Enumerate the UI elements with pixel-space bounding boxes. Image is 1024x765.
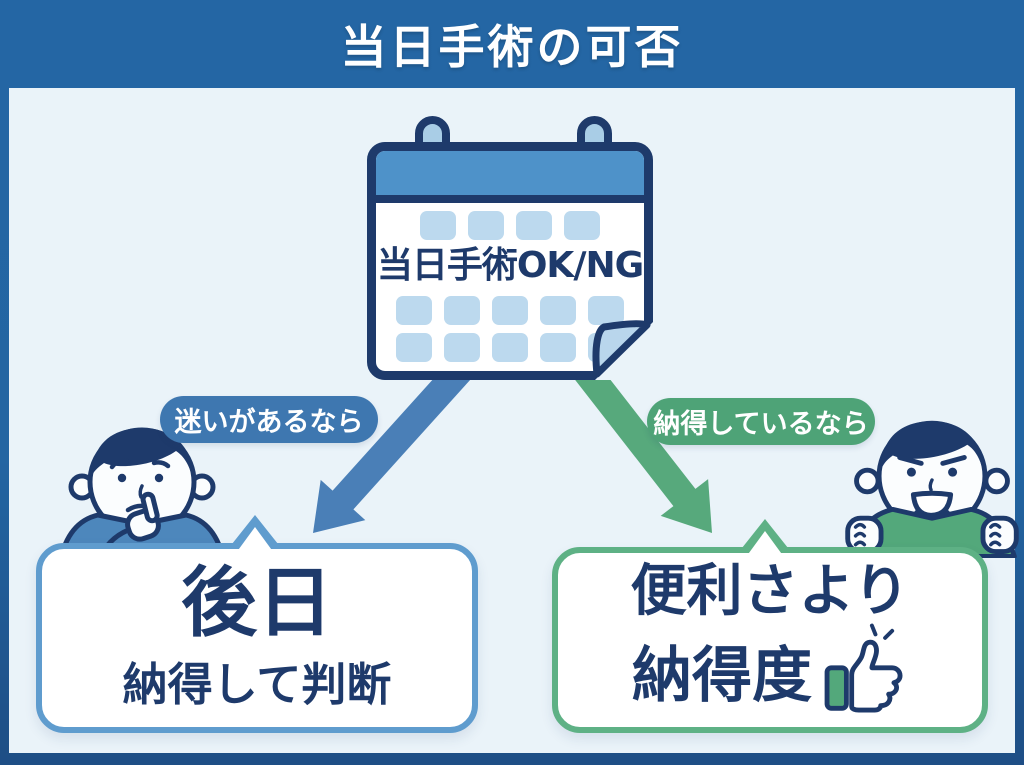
right-condition-label: 納得しているなら (647, 398, 875, 445)
right-result-title: 便利さより (630, 558, 910, 624)
left-result-subtitle: 納得して判断 (122, 658, 392, 712)
left-branch-arrow-icon (313, 358, 473, 533)
calendar-label: 当日手術OK/NG (376, 245, 644, 286)
thumbs-up-icon (824, 623, 903, 713)
excited-person-icon (845, 420, 1019, 558)
left-result-bubble: 後日 納得して判断 (36, 515, 478, 733)
page-title: 当日手術の可否 (340, 20, 684, 74)
right-result-subtitle: 納得度 (632, 640, 812, 711)
calendar-body: 当日手術OK/NG (367, 142, 653, 380)
calendar-cells-row (376, 296, 644, 325)
right-branch-arrow-icon (571, 357, 712, 533)
calendar-cells-row (376, 211, 644, 240)
calendar-header-band (376, 151, 644, 203)
header-banner: 当日手術の可否 (0, 0, 1024, 88)
page-fold-icon (592, 320, 653, 380)
left-condition-label: 迷いがあるなら (160, 396, 378, 443)
left-result-title: 後日 (181, 557, 333, 647)
calendar-cells-row (376, 333, 644, 362)
calendar-icon: 当日手術OK/NG (367, 116, 653, 382)
right-result-bubble: 便利さより 納得度 (552, 519, 988, 733)
